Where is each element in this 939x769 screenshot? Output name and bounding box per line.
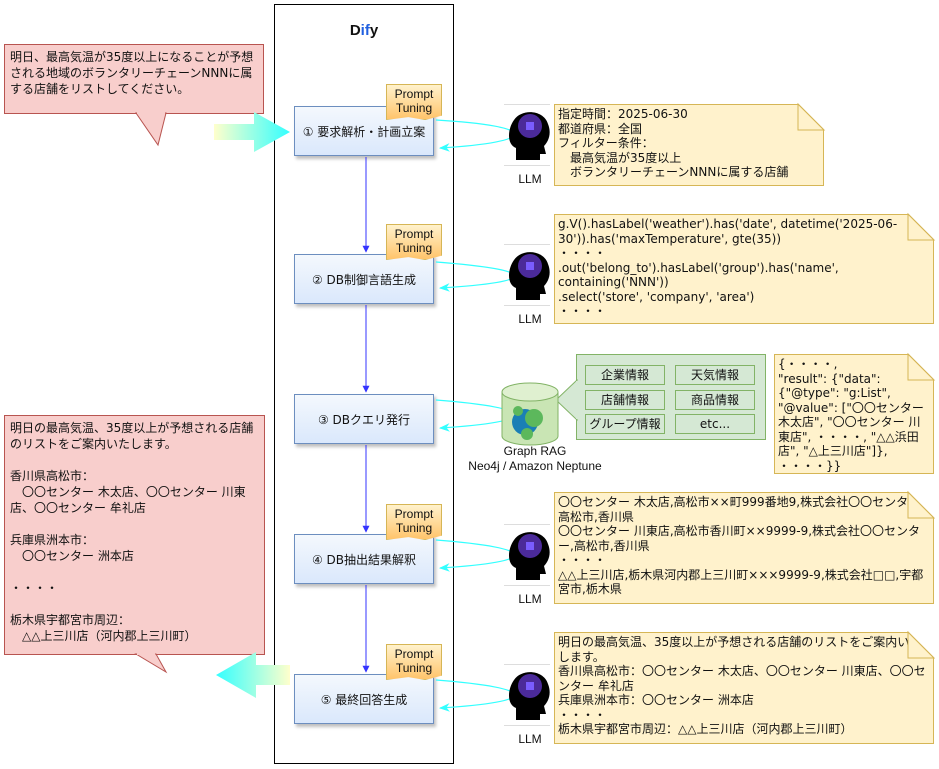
llm-label: LLM xyxy=(518,172,542,186)
user-request-bubble: 明日、最高気温が35度以上になることが予想される地域のボランタリーチェーンNNN… xyxy=(4,44,264,114)
final-response-bubble: 明日の最高気温、35度以上が予想される店舗のリストをご案内いたします。 香川県高… xyxy=(4,415,265,655)
note-step3-json-result: {・・・・, "result": {"data": {"@type": "g:L… xyxy=(774,354,934,474)
step-5-final-answer[interactable]: ⑤ 最終回答生成 xyxy=(294,674,434,724)
llm-head-glyphs xyxy=(509,112,550,720)
final-response-text: 明日の最高気温、35度以上が予想される店舗のリストをご案内いたします。 香川県高… xyxy=(10,421,254,643)
llm-label: LLM xyxy=(518,732,542,746)
prompt-tuning-tag-2: Prompt Tuning xyxy=(386,224,442,260)
category-weather: 天気情報 xyxy=(675,365,755,385)
step-1-request-analysis[interactable]: ① 要求解析・計画立案 xyxy=(294,106,434,156)
llm-brain-icon xyxy=(504,524,550,586)
llm-label: LLM xyxy=(518,592,542,606)
prompt-tuning-tag-1: Prompt Tuning xyxy=(386,84,442,120)
request-bubble-tail xyxy=(135,112,167,147)
llm-brain-icon xyxy=(504,244,550,306)
note-step1-analysis: 指定時間：2025-06-30 都道府県：全国 フィルター条件： 最高気温が35… xyxy=(554,104,824,186)
user-request-text: 明日、最高気温が35度以上になることが予想される地域のボランタリーチェーンNNN… xyxy=(10,50,254,96)
category-store: 店舗情報 xyxy=(585,390,665,410)
categories-pointer xyxy=(555,378,578,422)
llm-label: LLM xyxy=(518,312,542,326)
category-etc: etc... xyxy=(675,414,755,434)
note-step5-answer: 明日の最高気温、35度以上が予想される店舗のリストをご案内いたします。 香川県高… xyxy=(554,632,934,744)
prompt-tuning-tag-5: Prompt Tuning xyxy=(386,644,442,680)
note-step2-gremlin-query: g.V().hasLabel('weather').has('date', da… xyxy=(554,214,934,324)
graph-db-cylinder-icon xyxy=(501,382,559,446)
step-3-db-query[interactable]: ③ DBクエリ発行 xyxy=(294,394,434,444)
category-company: 企業情報 xyxy=(585,365,665,385)
note-step4-result-rows: 〇〇センター 木太店,高松市××町999番地9,株式会社〇〇センター,高松市,香… xyxy=(554,492,934,604)
category-product: 商品情報 xyxy=(675,390,755,410)
response-bubble-tail xyxy=(134,653,168,674)
dify-title: Dify xyxy=(349,22,379,39)
category-group: グループ情報 xyxy=(585,414,665,434)
llm-brain-icon xyxy=(504,664,550,726)
prompt-tuning-tag-4: Prompt Tuning xyxy=(386,504,442,540)
step-2-db-language-generation[interactable]: ② DB制御言語生成 xyxy=(294,254,434,304)
dify-swimlane xyxy=(274,4,454,764)
llm-brain-icon xyxy=(504,104,550,166)
step-4-db-result-interpretation[interactable]: ④ DB抽出結果解釈 xyxy=(294,534,434,584)
graph-db-label: Graph RAG Neo4j / Amazon Neptune xyxy=(468,444,602,473)
